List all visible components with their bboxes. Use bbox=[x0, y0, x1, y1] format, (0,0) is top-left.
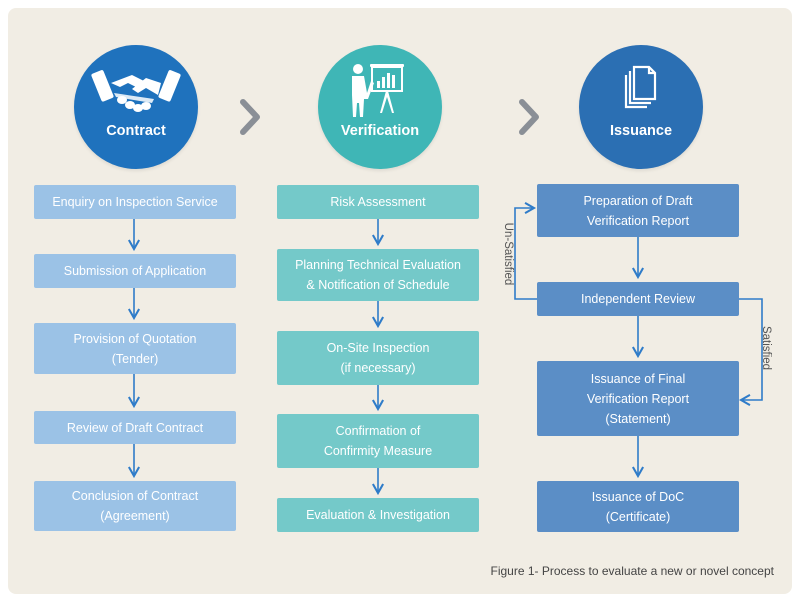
contract-circle: Contract bbox=[74, 45, 198, 169]
issuance-step: Issuance of Final Verification Report (S… bbox=[537, 361, 739, 436]
chevron-right-icon bbox=[519, 99, 539, 135]
satisfied-label: Satisfied bbox=[760, 325, 772, 371]
contract-step: Conclusion of Contract (Agreement) bbox=[34, 481, 236, 531]
issuance-step: Preparation of Draft Verification Report bbox=[537, 184, 739, 237]
issuance-step: Issuance of DoC (Certificate) bbox=[537, 481, 739, 532]
contract-title: Contract bbox=[106, 123, 166, 139]
figure-caption: Figure 1- Process to evaluate a new or n… bbox=[490, 564, 775, 578]
issuance-circle: Issuance bbox=[579, 45, 703, 169]
verification-title: Verification bbox=[340, 123, 420, 139]
contract-step: Enquiry on Inspection Service bbox=[34, 185, 236, 219]
verification-step: Planning Technical Evaluation & Notifica… bbox=[277, 249, 479, 301]
contract-step: Provision of Quotation (Tender) bbox=[34, 323, 236, 374]
verification-step: Confirmation of Confirmity Measure bbox=[277, 414, 479, 468]
handshake-icon bbox=[91, 70, 181, 112]
unsatisfied-label: Un-Satisfied bbox=[502, 222, 514, 286]
contract-step: Review of Draft Contract bbox=[34, 411, 236, 444]
chevron-right-icon bbox=[240, 99, 260, 135]
verification-step: Risk Assessment bbox=[277, 185, 479, 219]
issuance-step: Independent Review bbox=[537, 282, 739, 316]
verification-step: On-Site Inspection (if necessary) bbox=[277, 331, 479, 385]
verification-step: Evaluation & Investigation bbox=[277, 498, 479, 532]
verification-circle: Verification bbox=[318, 45, 442, 169]
contract-step: Submission of Application bbox=[34, 254, 236, 288]
documents-icon bbox=[624, 65, 657, 109]
presentation-icon bbox=[352, 64, 404, 117]
issuance-title: Issuance bbox=[609, 123, 673, 139]
